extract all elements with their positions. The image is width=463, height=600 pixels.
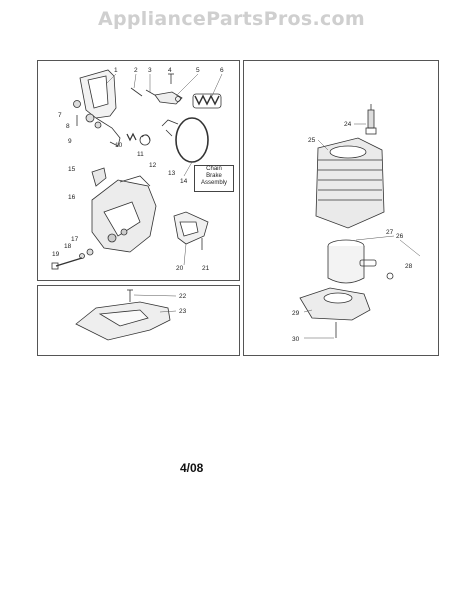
callout-14: 14 — [180, 178, 188, 185]
callout-4: 4 — [168, 67, 172, 74]
leader-lines — [105, 73, 421, 339]
callout-19: 19 — [52, 251, 60, 258]
callout-11: 11 — [137, 151, 144, 158]
callout-2: 2 — [134, 67, 138, 74]
callout-1: 1 — [114, 67, 118, 74]
small-hardware-parts — [73, 100, 102, 129]
callout-12: 12 — [149, 162, 157, 169]
callout-30: 30 — [292, 336, 300, 343]
callout-8: 8 — [66, 123, 70, 130]
revision-date: 4/08 — [180, 461, 204, 475]
bar-adjuster-parts — [51, 248, 94, 270]
screw-part-4 — [168, 73, 174, 84]
bar-cover-panel — [37, 285, 240, 356]
callout-21: 21 — [202, 265, 210, 272]
deflector-plate-part — [173, 211, 209, 250]
hand-guard-part — [79, 69, 121, 147]
callout-6: 6 — [220, 67, 224, 74]
callout-29: 29 — [292, 310, 300, 317]
bracket-part-15 — [91, 167, 107, 187]
chain-brake-label-line-2: Brake — [206, 173, 222, 179]
callout-25: 25 — [308, 137, 316, 144]
callout-24: 24 — [344, 121, 352, 128]
clutch-spring-parts — [126, 132, 151, 146]
clutch-cover-part — [91, 175, 157, 253]
callout-3: 3 — [148, 67, 152, 74]
chain-brake-assembly-label: Chain Brake Assembly — [194, 165, 234, 192]
callout-10: 10 — [115, 142, 123, 149]
cylinder-part — [315, 137, 385, 229]
callout-18: 18 — [64, 243, 72, 250]
crankcase-part — [299, 287, 371, 338]
brake-link-parts — [130, 87, 183, 105]
piston-part — [327, 239, 394, 284]
callout-28: 28 — [405, 263, 413, 270]
callout-23: 23 — [179, 308, 187, 315]
cylinder-panel — [243, 60, 439, 356]
callout-27: 27 — [386, 229, 394, 236]
callout-15: 15 — [68, 166, 76, 173]
callout-9: 9 — [68, 138, 72, 145]
callout-13: 13 — [168, 170, 176, 177]
callout-22: 22 — [179, 293, 187, 300]
callout-16: 16 — [68, 194, 76, 201]
callout-5: 5 — [196, 67, 200, 74]
site-watermark-title: AppliancePartsPros.com — [97, 8, 365, 30]
spark-plug-part — [365, 104, 377, 135]
brake-spring-part — [192, 93, 222, 109]
callout-7: 7 — [58, 112, 62, 119]
callout-26: 26 — [396, 233, 404, 240]
chain-brake-label-line-3: Assembly — [200, 180, 227, 186]
callout-20: 20 — [176, 265, 184, 272]
bar-cover-part — [75, 289, 171, 341]
chain-brake-label-line-1: Chain — [206, 166, 222, 172]
callout-17: 17 — [71, 236, 79, 243]
brake-band-part — [161, 117, 209, 163]
